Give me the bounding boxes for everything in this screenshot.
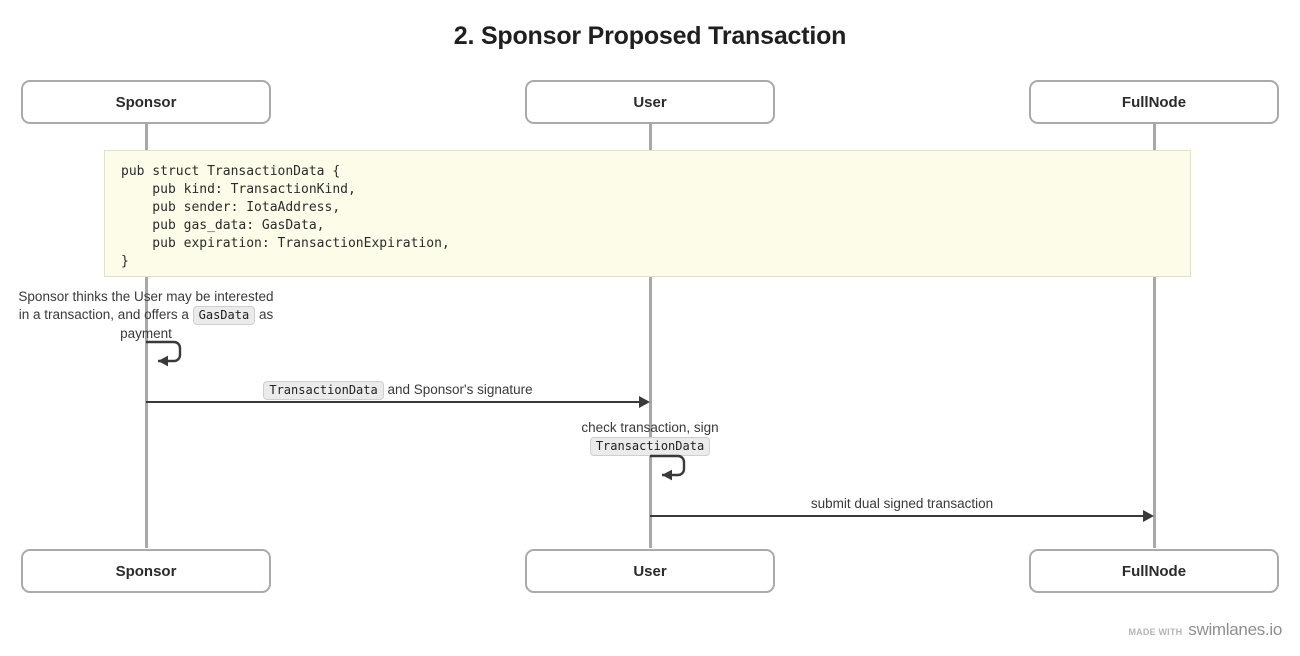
participant-label: User [633, 93, 667, 111]
participant-label: User [633, 562, 667, 580]
message-line-transactiondata [146, 401, 640, 403]
participant-user-top[interactable]: User [525, 80, 775, 124]
lifeline-sponsor [145, 124, 148, 548]
participant-label: FullNode [1121, 562, 1187, 580]
note-line-3: payment [120, 326, 172, 341]
footer-watermark[interactable]: MADE WITH swimlanes.io [1128, 620, 1282, 640]
self-call-arrow-icon [146, 340, 182, 367]
message-arrowhead-submit [1143, 510, 1154, 522]
message-label-submit: submit dual signed transaction [650, 495, 1154, 513]
code-badge-transactiondata: TransactionData [263, 381, 384, 400]
note-sponsor-intent: Sponsor thinks the User may be intereste… [16, 288, 276, 343]
note-user-check: check transaction, sign TransactionData [550, 419, 750, 456]
code-note-text: pub struct TransactionData { pub kind: T… [121, 164, 450, 269]
participant-label: Sponsor [115, 93, 177, 111]
participant-user-bottom[interactable]: User [525, 549, 775, 593]
participant-sponsor-bottom[interactable]: Sponsor [21, 549, 271, 593]
message-label-text: submit dual signed transaction [810, 496, 994, 511]
footer-brand-label: swimlanes.io [1188, 620, 1282, 639]
participant-fullnode-top[interactable]: FullNode [1029, 80, 1279, 124]
message-arrowhead-transactiondata [639, 396, 650, 408]
participant-label: Sponsor [115, 562, 177, 580]
message-line-submit [650, 515, 1144, 517]
sponsor-self-call [144, 340, 192, 368]
message-label-text: and Sponsor's signature [387, 382, 533, 397]
lifeline-user [649, 124, 652, 548]
footer-made-with-label: MADE WITH [1128, 627, 1183, 637]
self-call-arrow-icon [650, 454, 686, 481]
code-badge-gasdata: GasData [192, 306, 256, 325]
note-line-1: check transaction, sign [581, 420, 719, 435]
note-line-2-after: as [258, 307, 274, 322]
note-line-1: Sponsor thinks the User may be intereste… [18, 289, 274, 304]
user-self-call [648, 454, 696, 482]
participant-sponsor-top[interactable]: Sponsor [21, 80, 271, 124]
code-badge-transactiondata-check: TransactionData [589, 437, 711, 456]
page-title: 2. Sponsor Proposed Transaction [453, 22, 847, 50]
lifeline-fullnode [1153, 124, 1156, 548]
code-note-transactiondata: pub struct TransactionData { pub kind: T… [104, 150, 1191, 277]
participant-label: FullNode [1121, 93, 1187, 111]
note-line-2-before: in a transaction, and offers a [18, 307, 189, 322]
message-label-transactiondata: TransactionData and Sponsor's signature [146, 381, 650, 400]
participant-fullnode-bottom[interactable]: FullNode [1029, 549, 1279, 593]
